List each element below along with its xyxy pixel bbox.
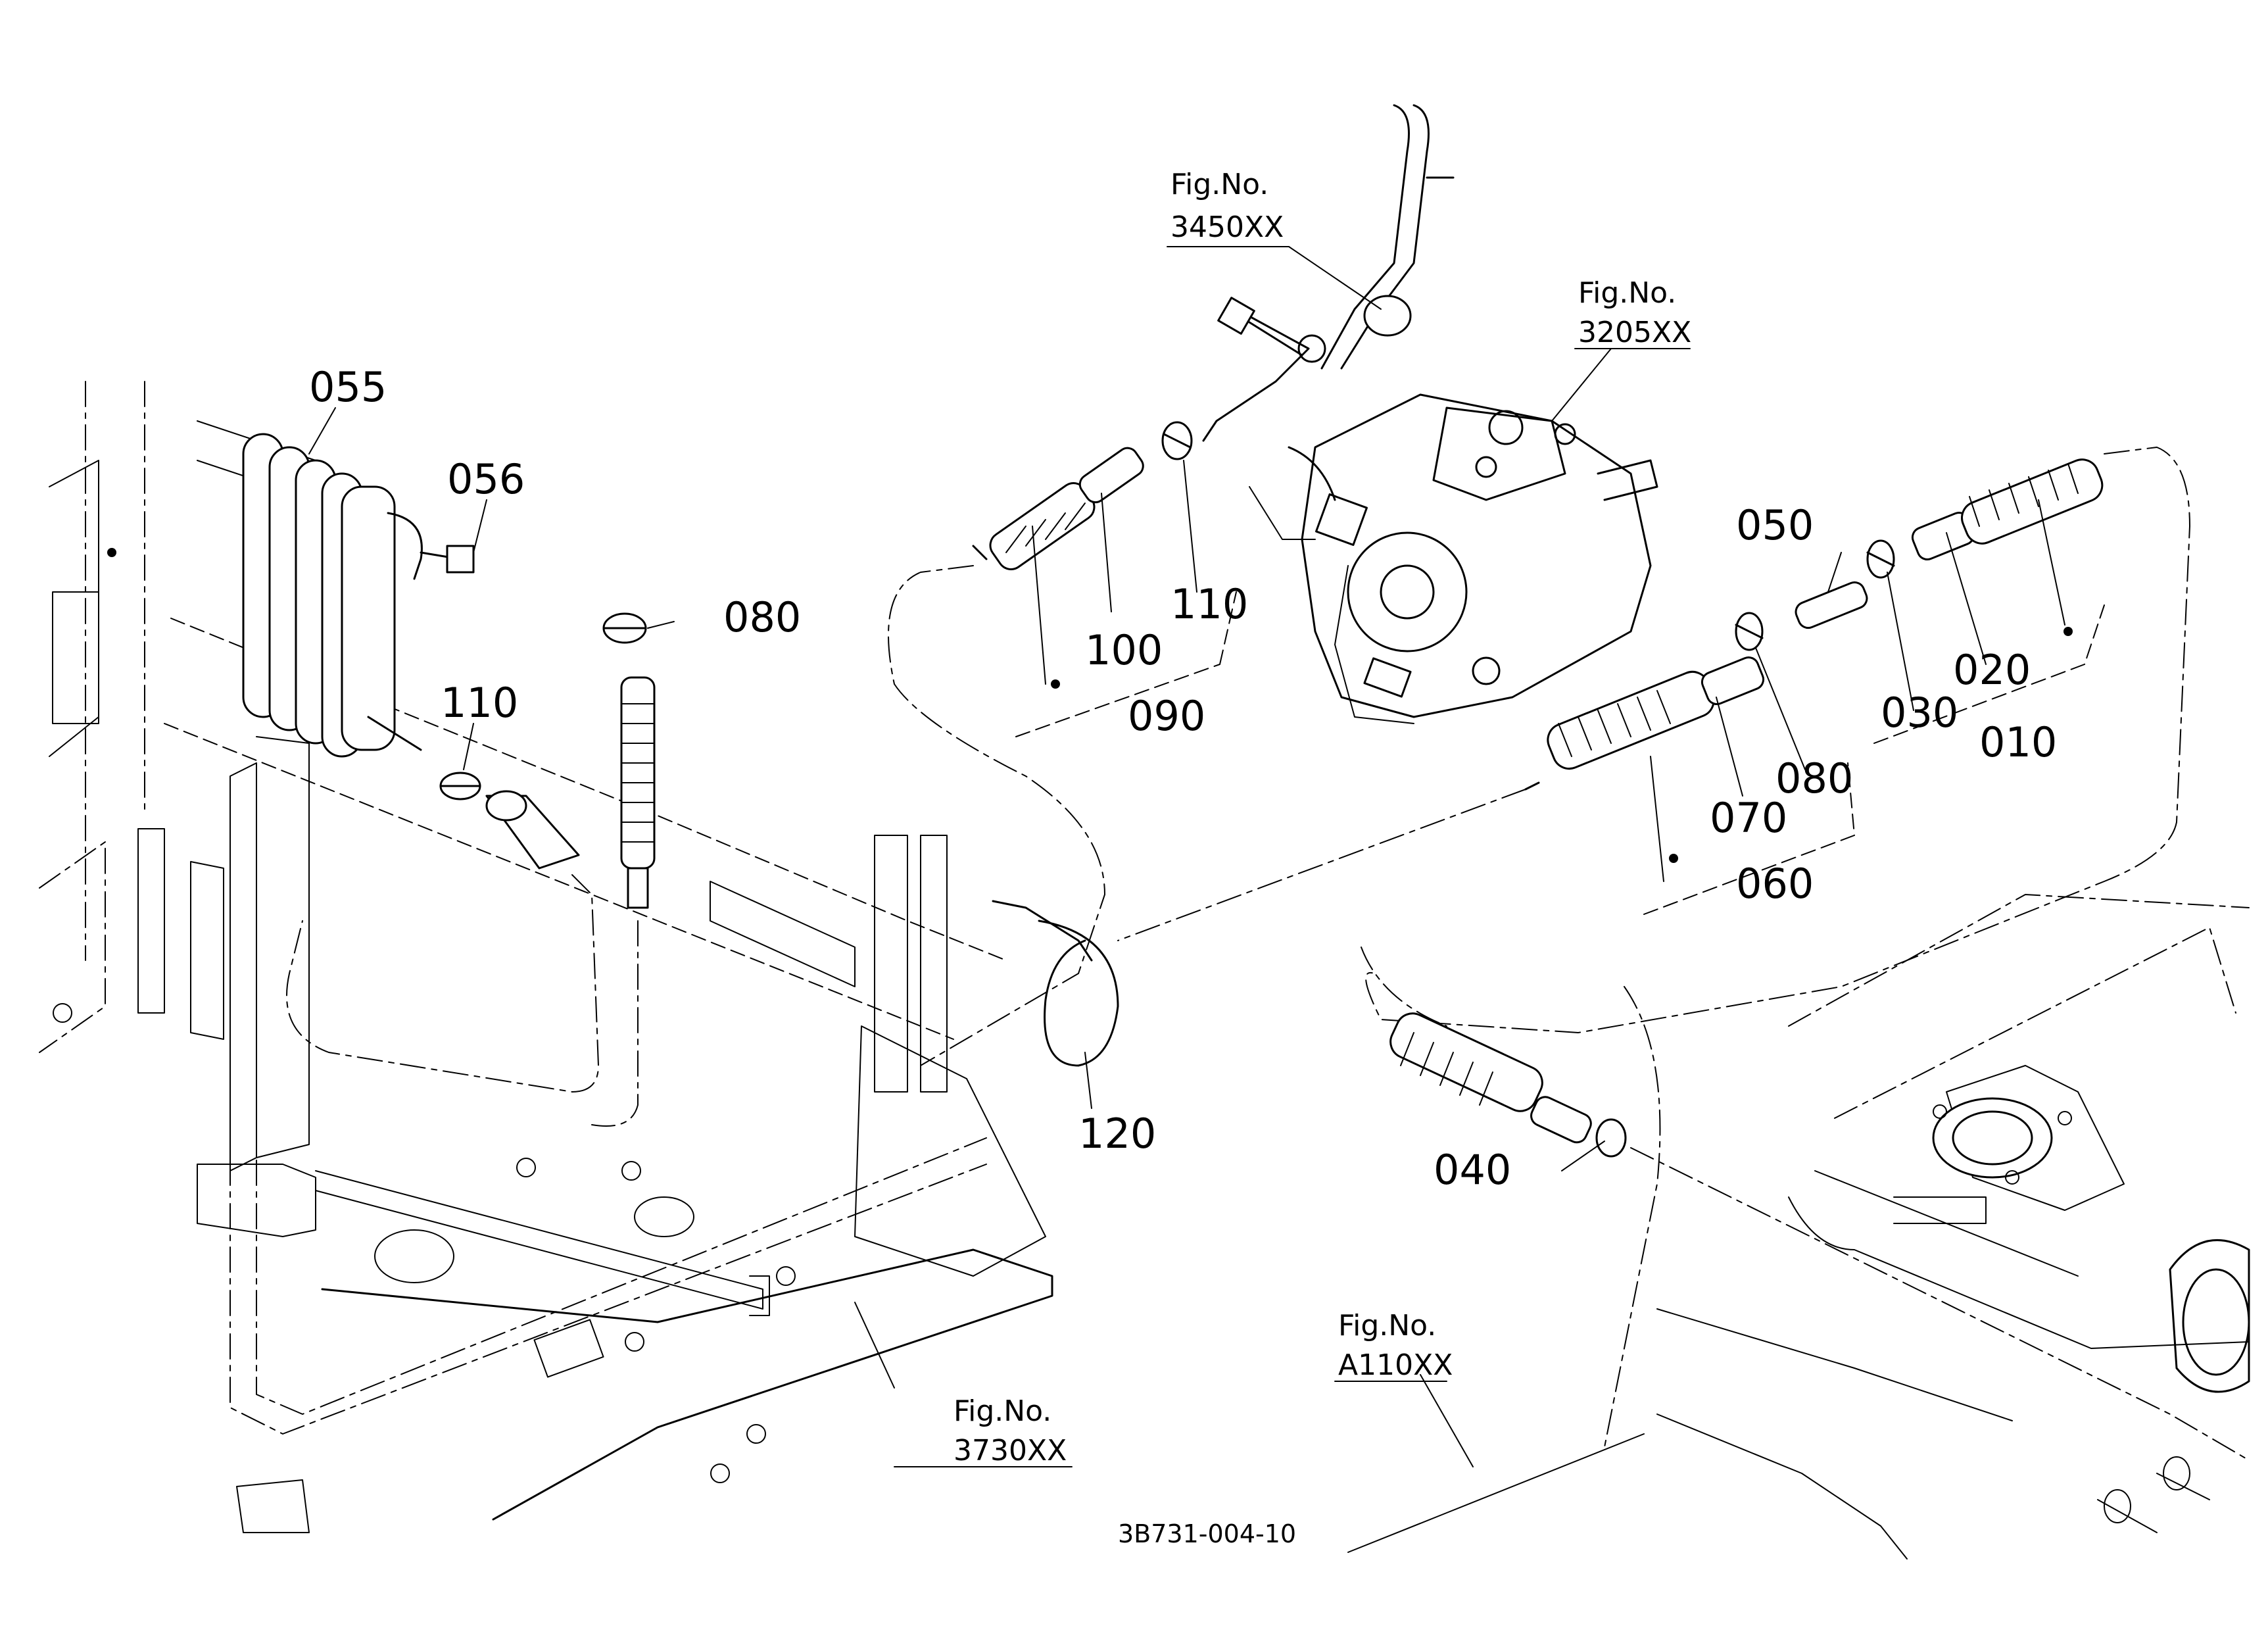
hose-clamp-030 [1866,539,1895,579]
injection-pump [1249,393,1658,724]
fig-ref-prefix: Fig.No. [1170,168,1268,201]
hose-clamp-110-left [439,772,481,800]
label-070: 070 [1710,794,1787,842]
fuel-tank [1347,894,2250,1560]
label-020: 020 [1953,646,2031,694]
fig-ref-number: 3205XX [1578,316,1691,349]
oil-cooler-055 [242,433,423,758]
label-055: 055 [309,363,387,411]
fig-ref-number: A110XX [1338,1348,1453,1382]
leader-lines [308,246,2105,1467]
label-100: 100 [1085,626,1163,674]
label-110-left: 110 [441,679,518,727]
hose-040 [1389,1012,2250,1461]
label-080-left: 080 [723,593,801,641]
label-040: 040 [1434,1146,1511,1194]
label-010: 010 [1979,718,2057,766]
hose-group-010 [1911,458,2104,561]
diagram-code: 3B731-004-10 [1118,1519,1296,1548]
hose-group-090 [972,447,1144,570]
fig-ref-prefix: Fig.No. [1338,1309,1436,1342]
hose-clamp-110-top [1161,421,1193,460]
label-050: 050 [1736,501,1814,549]
clamp-080-right [1735,612,1764,651]
label-056: 056 [447,455,525,503]
fig-ref-number: 3450XX [1170,210,1284,244]
label-030: 030 [1881,689,1958,737]
fig-ref-prefix: Fig.No. [953,1394,1051,1428]
injection-pipe [1202,104,1455,442]
label-120: 120 [1078,1110,1156,1158]
hose-route-top [888,565,1105,1066]
short-hose-left [485,790,580,870]
fig-ref-3450XX: Fig.No. 3450XX [1167,168,1290,247]
pointer-dots [107,548,2073,863]
label-090: 090 [1128,692,1205,740]
joint-050 [1795,581,1868,629]
hose-route-left [286,874,599,1093]
fig-ref-3730XX: Fig.No. 3730XX [894,1394,1073,1467]
label-060: 060 [1736,860,1814,908]
left-frame-outline [39,381,1053,1533]
bolt-056 [420,545,475,574]
label-080-right: 080 [1775,754,1853,802]
fig-ref-A110XX: Fig.No. A110XX [1334,1309,1453,1382]
corrugated-hose-left [620,676,656,909]
fig-ref-prefix: Fig.No. [1578,276,1676,310]
fig-ref-number: 3730XX [953,1434,1067,1467]
hose-route-right [1365,447,2190,1033]
fig-ref-3205XX: Fig.No. 3205XX [1574,276,1691,349]
label-110-top: 110 [1170,580,1248,628]
clamp-080-left [602,612,647,644]
hose-group-060 [1524,656,1765,791]
cable-tie-120 [992,900,1119,1067]
